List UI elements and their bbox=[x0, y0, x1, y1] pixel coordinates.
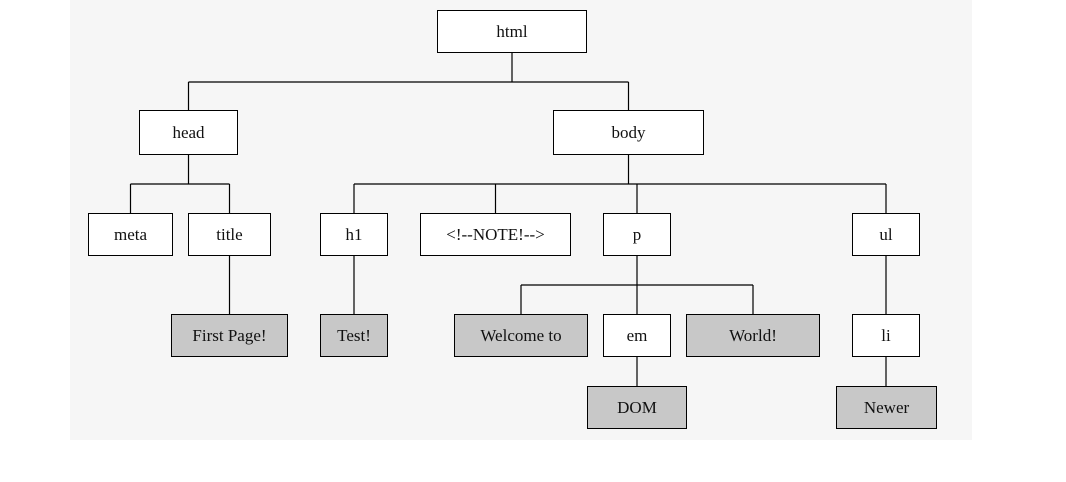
node-ul: ul bbox=[852, 213, 920, 256]
node-html: html bbox=[437, 10, 587, 53]
text-node-newer: Newer bbox=[836, 386, 937, 429]
node-body: body bbox=[553, 110, 704, 155]
node-p: p bbox=[603, 213, 671, 256]
text-node-world: World! bbox=[686, 314, 820, 357]
text-node-test: Test! bbox=[320, 314, 388, 357]
node-h1: h1 bbox=[320, 213, 388, 256]
node-comment: <!--NOTE!--> bbox=[420, 213, 571, 256]
text-node-first-page: First Page! bbox=[171, 314, 288, 357]
node-head: head bbox=[139, 110, 238, 155]
node-title: title bbox=[188, 213, 271, 256]
node-li: li bbox=[852, 314, 920, 357]
text-node-welcome-to: Welcome to bbox=[454, 314, 588, 357]
node-em: em bbox=[603, 314, 671, 357]
text-node-dom: DOM bbox=[587, 386, 687, 429]
node-meta: meta bbox=[88, 213, 173, 256]
